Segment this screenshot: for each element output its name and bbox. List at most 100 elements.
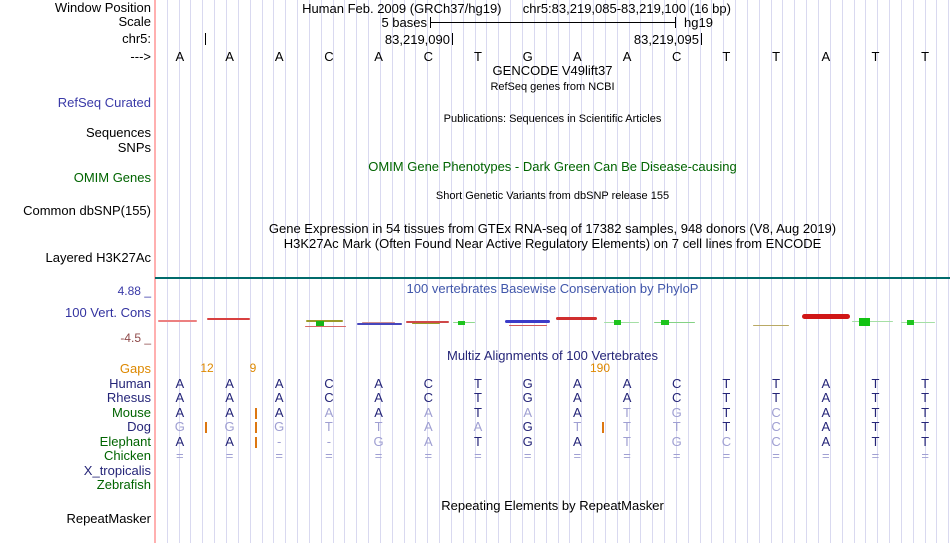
sequence-base: C: [423, 49, 433, 64]
alignment-base: T: [473, 375, 482, 391]
alignment-base: =: [176, 448, 184, 463]
phylop-segment: [316, 321, 324, 327]
alignment-base: A: [821, 433, 831, 449]
base-guideline: [237, 0, 239, 543]
phylop-segment: [357, 322, 402, 325]
layered-h3k27ac-label[interactable]: Layered H3K27Ac: [45, 250, 151, 265]
phylop-segment: [458, 320, 465, 325]
vert-cons-label[interactable]: 100 Vert. Cons: [65, 305, 151, 320]
alignment-base: -: [326, 433, 332, 449]
alignment-base: G: [522, 390, 533, 405]
base-guideline: [640, 0, 642, 543]
sequence-base: T: [921, 49, 930, 64]
phylop-segment: [654, 322, 695, 323]
alignment-base: T: [772, 375, 781, 391]
species-label-human[interactable]: Human: [109, 375, 151, 391]
h3k27ac-track-title[interactable]: H3K27Ac Mark (Often Found Near Active Re…: [283, 236, 822, 251]
phylop-segment: [362, 321, 395, 323]
base-guideline: [924, 0, 926, 543]
base-guideline: [900, 0, 902, 543]
alignment-base: A: [573, 404, 582, 420]
base-guideline: [782, 0, 784, 543]
species-label-chicken[interactable]: Chicken: [104, 448, 151, 463]
alignment-insertion-marker: [255, 407, 257, 419]
base-guideline: [332, 0, 334, 543]
species-label-x_tropicalis[interactable]: X_tropicalis: [83, 462, 151, 478]
base-guideline: [486, 0, 488, 543]
alignment-base: C: [721, 433, 732, 449]
gtex-track-title[interactable]: Gene Expression in 54 tissues from GTEx …: [268, 221, 837, 236]
species-label-rhesus[interactable]: Rhesus: [106, 390, 151, 405]
phylop-segment: [604, 322, 639, 323]
base-guideline: [320, 0, 322, 543]
alignment-base: A: [374, 375, 383, 391]
alignment-base: C: [423, 375, 433, 391]
alignment-base: A: [225, 404, 234, 420]
gap-size-marker: 9: [249, 361, 257, 375]
alignment-base: T: [722, 404, 731, 420]
alignment-base: T: [473, 390, 482, 405]
species-label-zebrafish[interactable]: Zebrafish: [96, 477, 151, 492]
alignment-base: =: [523, 448, 532, 463]
omim-genes-label[interactable]: OMIM Genes: [73, 170, 151, 185]
alignment-base: G: [671, 433, 682, 449]
base-guideline: [474, 0, 476, 543]
species-label-elephant[interactable]: Elephant: [99, 433, 151, 449]
alignment-base: T: [623, 433, 632, 449]
base-guideline: [427, 0, 429, 543]
alignment-base: G: [522, 375, 533, 391]
gap-size-marker: 12: [200, 361, 214, 375]
assembly-title: Human Feb. 2009 (GRCh37/hg19): [302, 1, 502, 16]
alignment-base: =: [921, 448, 929, 463]
coordinate-tick: [452, 33, 453, 45]
alignment-base: T: [921, 404, 930, 420]
alignment-base: =: [772, 448, 780, 463]
alignment-base: A: [225, 433, 234, 449]
species-label-mouse[interactable]: Mouse: [111, 404, 151, 420]
species-label-dog[interactable]: Dog: [127, 419, 151, 434]
base-guideline: [214, 0, 216, 543]
sequences-label[interactable]: Sequences: [85, 125, 151, 140]
base-guideline: [758, 0, 760, 543]
repeatmasker-track-title[interactable]: Repeating Elements by RepeatMasker: [441, 498, 664, 513]
base-guideline: [450, 0, 452, 543]
scale-bases-label: 5 bases: [381, 15, 427, 30]
repeatmasker-label[interactable]: RepeatMasker: [66, 511, 151, 526]
phylop-segment: [207, 317, 250, 320]
multiz-track-title[interactable]: Multiz Alignments of 100 Vertebrates: [446, 348, 658, 363]
base-guideline: [273, 0, 275, 543]
base-guideline: [652, 0, 654, 543]
phylop-min-value: -4.5 _: [120, 331, 151, 345]
base-guideline: [510, 0, 512, 543]
alignment-base: G: [174, 419, 185, 434]
window-position-title: Human Feb. 2009 (GRCh37/hg19) chr5:83,21…: [100, 1, 933, 16]
phylop-segment: [802, 313, 850, 319]
refseq-track-title[interactable]: RefSeq genes from NCBI: [490, 81, 615, 93]
publications-track-title[interactable]: Publications: Sequences in Scientific Ar…: [443, 113, 662, 125]
phylop-segment: [305, 325, 346, 327]
scale-bar-right-tick: [675, 17, 676, 28]
alignment-base: C: [324, 375, 334, 391]
sequence-base: G: [522, 49, 533, 64]
alignment-base: A: [473, 419, 483, 434]
omim-track-title[interactable]: OMIM Gene Phenotypes - Dark Green Can Be…: [368, 159, 737, 174]
gencode-track-title[interactable]: GENCODE V49lift37: [492, 63, 613, 78]
alignment-base: T: [871, 390, 880, 405]
snps-label[interactable]: SNPs: [117, 140, 151, 155]
alignment-base: =: [821, 448, 830, 463]
dbsnp-track-title[interactable]: Short Genetic Variants from dbSNP releas…: [435, 190, 670, 202]
sequence-base: T: [772, 49, 781, 64]
phylop-track-title[interactable]: 100 vertebrates Basewise Conservation by…: [406, 281, 699, 296]
base-guideline: [711, 0, 713, 543]
base-guideline: [794, 0, 796, 543]
common-dbsnp-label[interactable]: Common dbSNP(155): [23, 203, 151, 218]
alignment-base: C: [672, 375, 682, 391]
base-guideline: [746, 0, 748, 543]
gaps-row-label[interactable]: Gaps: [119, 361, 151, 376]
phylop-segment: [505, 319, 550, 323]
base-guideline: [770, 0, 772, 543]
base-guideline: [356, 0, 358, 543]
base-guideline: [344, 0, 346, 543]
refseq-curated-label[interactable]: RefSeq Curated: [57, 95, 151, 110]
alignment-base: A: [225, 375, 234, 391]
